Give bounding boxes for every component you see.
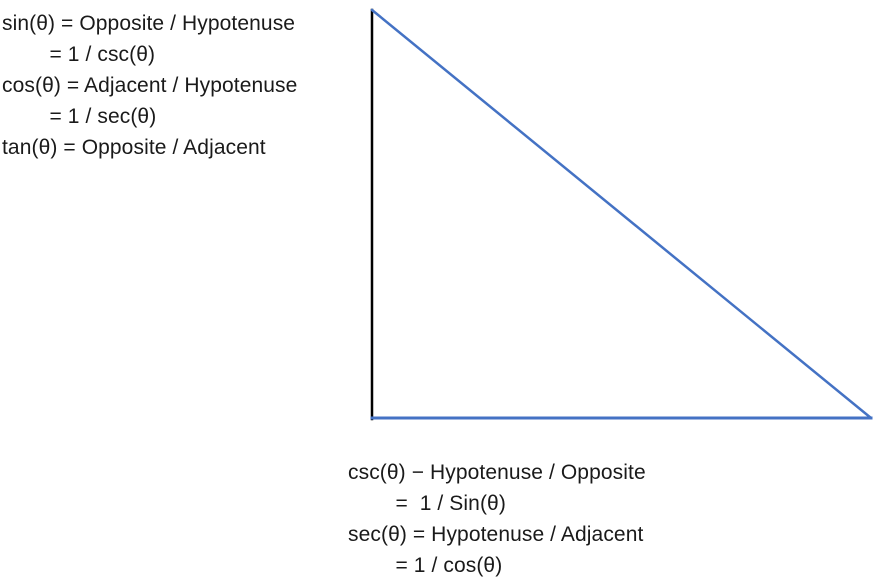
csc-reciprocal-formula: = 1 / Sin(θ) — [348, 492, 506, 515]
sec-reciprocal-formula: = 1 / cos(θ) — [348, 554, 503, 577]
tan-formula: tan(θ) = Opposite / Adjacent — [2, 136, 266, 159]
triangle-hypotenuse — [370, 8, 873, 420]
cos-reciprocal-formula: = 1 / sec(θ) — [2, 105, 157, 128]
sec-formula: sec(θ) = Hypotenuse / Adjacent — [348, 523, 644, 546]
sin-formula: sin(θ) = Opposite / Hypotenuse — [2, 12, 296, 35]
trig-formulas-bottom: csc(θ) − Hypotenuse / Opposite = 1 / Sin… — [348, 457, 646, 581]
sin-reciprocal-formula: = 1 / csc(θ) — [2, 43, 156, 66]
cos-formula: cos(θ) = Adjacent / Hypotenuse — [2, 74, 298, 97]
csc-formula: csc(θ) − Hypotenuse / Opposite — [348, 461, 646, 484]
trig-formulas-top: sin(θ) = Opposite / Hypotenuse = 1 / csc… — [2, 8, 297, 163]
